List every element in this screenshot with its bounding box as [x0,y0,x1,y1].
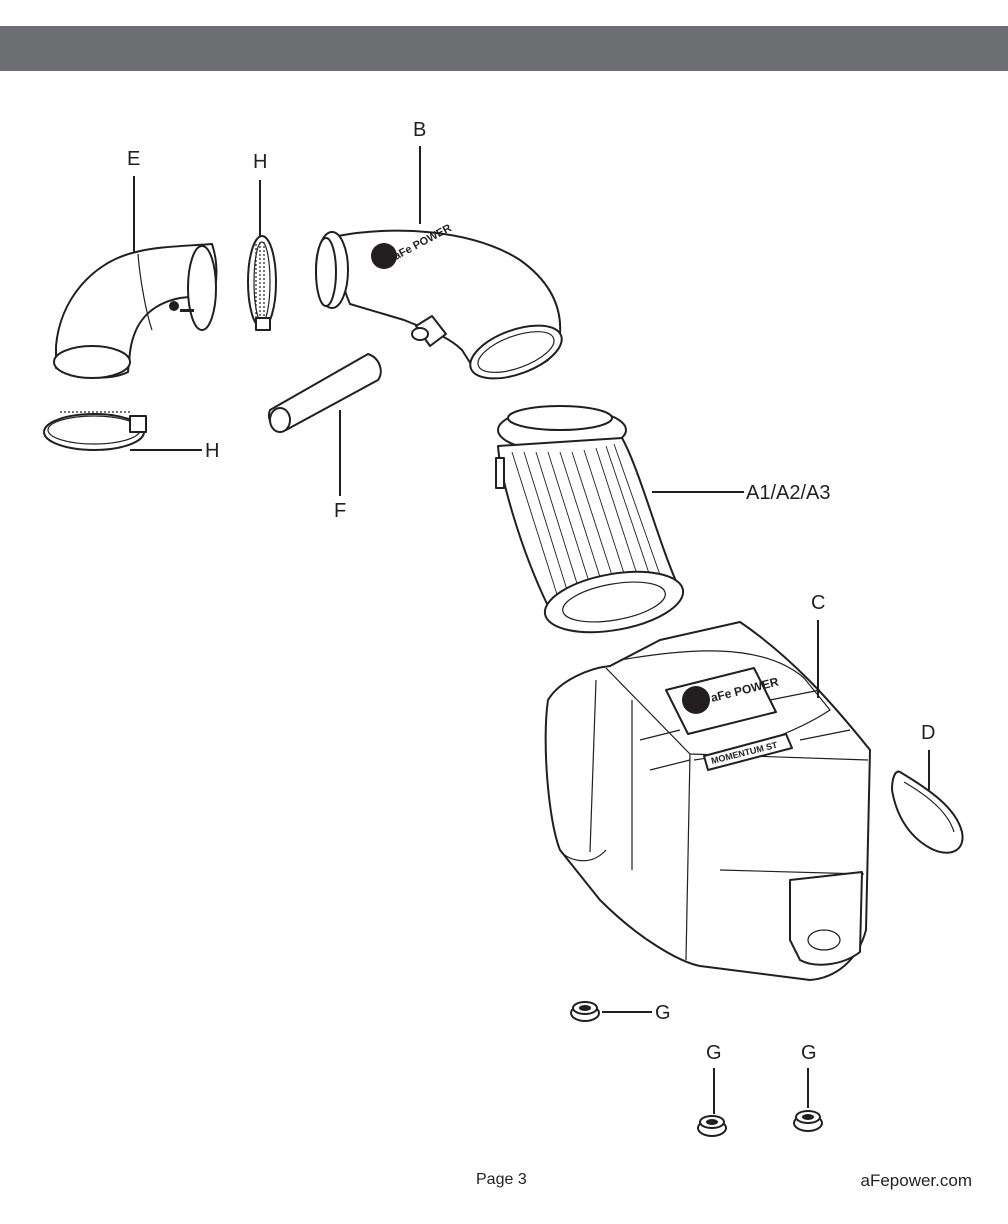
callout-b: B [413,119,426,141]
header-bar [0,26,1008,71]
coupler-elbow-icon [53,243,218,379]
plug-cover-icon [891,770,964,854]
grommet-2-icon [697,1115,727,1137]
callout-d: D [921,722,935,744]
vent-hose-icon [268,353,382,433]
leader-lines [130,146,930,1114]
hose-clamp-upper-icon [247,235,277,331]
callout-h-top: H [253,151,267,173]
grommet-1-icon [570,1001,600,1022]
callout-f: F [334,500,346,522]
grommet-3-icon [793,1110,823,1132]
callout-a: A1/A2/A3 [746,482,831,504]
callout-c: C [811,592,825,614]
callout-e: E [127,148,140,170]
intake-tube-icon: aFe POWER [315,222,563,380]
coupler-logo-icon [169,301,194,312]
callout-h-bottom: H [205,440,219,462]
hose-clamp-lower-icon [43,411,147,451]
callout-g-3: G [801,1042,817,1064]
callout-g-1: G [655,1002,671,1024]
air-box-icon: aFe POWER MOMENTUM ST [544,621,871,981]
air-filter-icon [495,405,685,634]
air-box-logo-plate-icon: aFe POWER [665,667,780,735]
callout-g-2: G [706,1042,722,1064]
site-url: aFepower.com [860,1171,973,1190]
page-number: Page 3 [476,1171,527,1188]
